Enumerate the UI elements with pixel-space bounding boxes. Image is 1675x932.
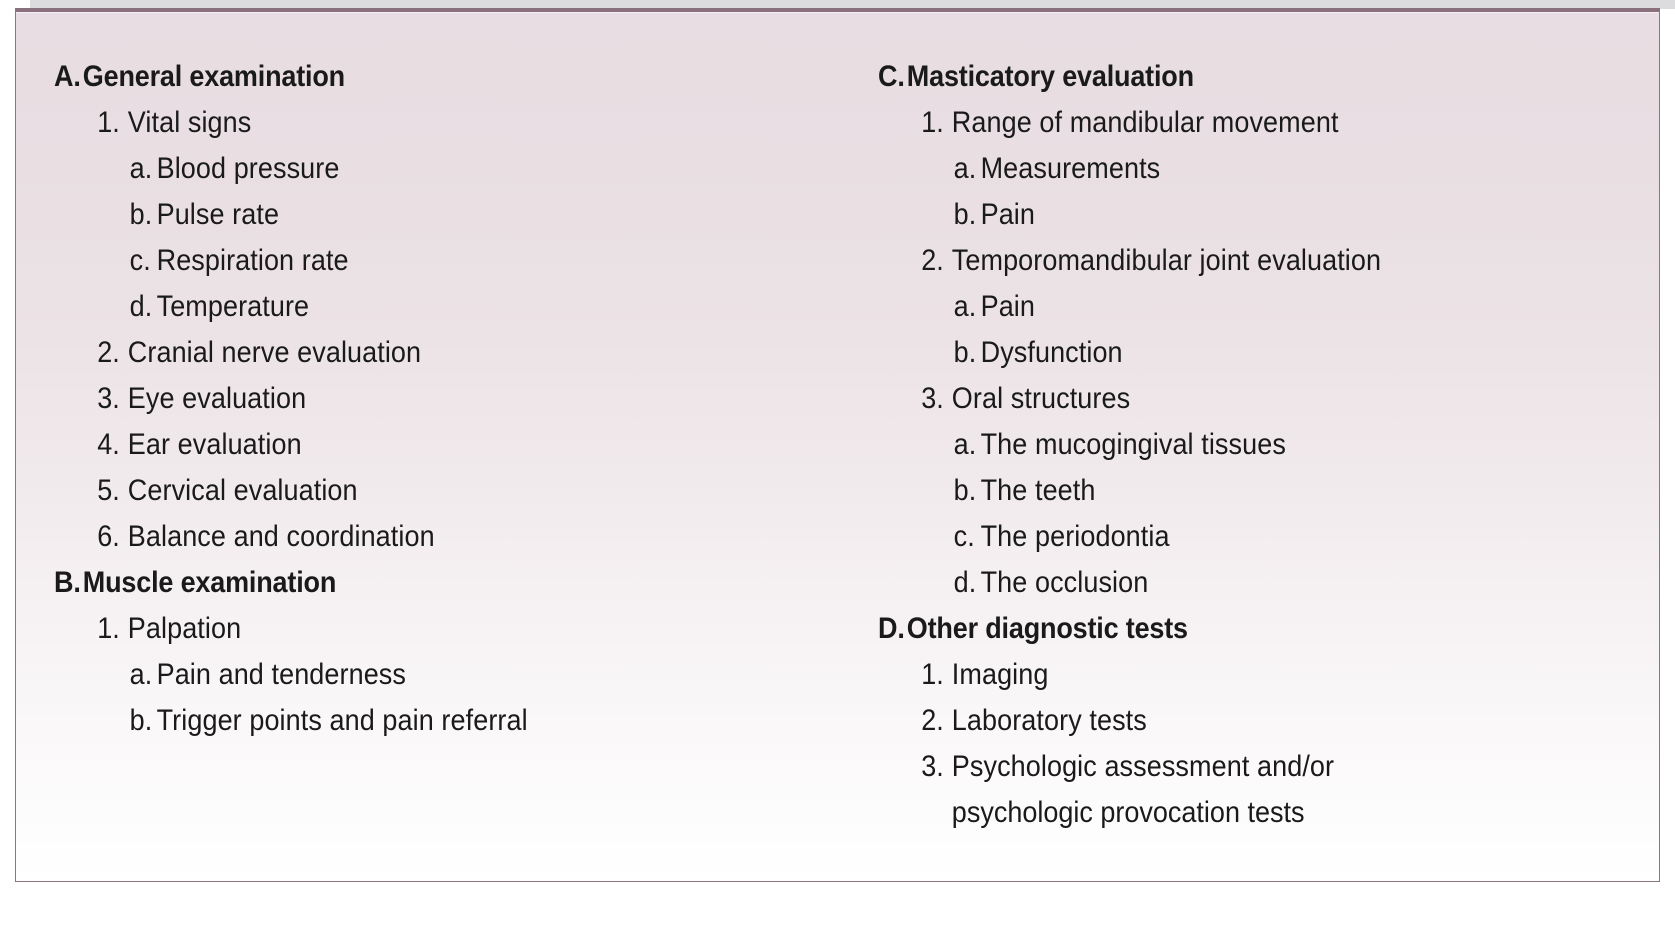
- outline-item-label: Pain: [980, 198, 1036, 231]
- outline-item-label: The teeth: [980, 474, 1096, 507]
- outline-item-marker: c.: [953, 520, 975, 553]
- outline-item-lettered: a.The mucogingival tissues: [878, 422, 1571, 468]
- outline-item-label: Laboratory tests: [951, 704, 1147, 737]
- outline-item-marker: 1.: [921, 106, 944, 139]
- outline-item-lettered: a.Blood pressure: [54, 146, 774, 192]
- outline-item-lettered: d.Temperature: [54, 284, 774, 330]
- outline-item-label: Psychologic assessment and/or: [951, 750, 1335, 783]
- outline-item-label: Trigger points and pain referral: [156, 704, 528, 737]
- outline-item-numbered: 3.Eye evaluation: [54, 376, 774, 422]
- outline-item-label: Ear evaluation: [127, 428, 302, 461]
- outline-item-label: Vital signs: [127, 106, 252, 139]
- outline-item-marker: b.: [953, 474, 977, 507]
- outline-item-label: Eye evaluation: [127, 382, 307, 415]
- outline-item-numbered: 6.Balance and coordination: [54, 514, 774, 560]
- outline-item-label: The occlusion: [980, 566, 1149, 599]
- outline-item-marker: 1.: [97, 106, 120, 139]
- outline-item-label: Balance and coordination: [127, 520, 435, 553]
- outline-item-marker: 1.: [97, 612, 120, 645]
- outline-item-numbered: 3.Psychologic assessment and/or: [878, 744, 1571, 790]
- outline-item-marker: b.: [129, 198, 153, 231]
- outline-item-marker: c.: [129, 244, 151, 277]
- outline-item-marker: 3.: [921, 750, 944, 783]
- outline-item-numbered: 1.Imaging: [878, 652, 1571, 698]
- outline-item-lettered: c.The periodontia: [878, 514, 1571, 560]
- outline-item-marker: D.: [878, 612, 905, 645]
- outline-item-lettered: c.Respiration rate: [54, 238, 774, 284]
- outline-section-heading: C.Masticatory evaluation: [878, 54, 1571, 100]
- outline-item-label: Other diagnostic tests: [906, 612, 1188, 645]
- outline-item-marker: b.: [953, 198, 977, 231]
- outline-item-label: Pain and tenderness: [156, 658, 406, 691]
- outline-item-marker: a.: [953, 290, 977, 323]
- outline-item-lettered: b.Trigger points and pain referral: [54, 698, 774, 744]
- outline-item-marker: A.: [54, 60, 81, 93]
- outline-item-marker: a.: [129, 152, 153, 185]
- outline-item-label: Temporomandibular joint evaluation: [951, 244, 1382, 277]
- outline-item-label: Muscle examination: [82, 566, 337, 599]
- outline-item-marker: 3.: [921, 382, 944, 415]
- outline-item-numbered: 3.Oral structures: [878, 376, 1571, 422]
- outline-item-marker: b.: [129, 704, 153, 737]
- outline-item-label: Cranial nerve evaluation: [127, 336, 422, 369]
- outline-item-label: Oral structures: [951, 382, 1131, 415]
- outline-item-lettered: b.The teeth: [878, 468, 1571, 514]
- outline-item-marker: C.: [878, 60, 905, 93]
- outline-item-marker: B.: [54, 566, 81, 599]
- outline-item-label: Cervical evaluation: [127, 474, 358, 507]
- outline-item-label: Respiration rate: [156, 244, 349, 277]
- outline-item-marker: 5.: [97, 474, 120, 507]
- outline-item-label: Pain: [980, 290, 1036, 323]
- outline-item-lettered: d.The occlusion: [878, 560, 1571, 606]
- outline-item-numbered: 1.Palpation: [54, 606, 774, 652]
- outline-item-label: Dysfunction: [980, 336, 1123, 369]
- outline-item-lettered: a.Pain: [878, 284, 1571, 330]
- outline-item-numbered: 4.Ear evaluation: [54, 422, 774, 468]
- outline-item-numbered: 2.Laboratory tests: [878, 698, 1571, 744]
- outline-item-label: Measurements: [980, 152, 1161, 185]
- outline-continuation-line: psychologic provocation tests: [951, 796, 1305, 829]
- outline-item-label: The periodontia: [980, 520, 1170, 553]
- outline-item-marker: 4.: [97, 428, 120, 461]
- outline-section-heading: B.Muscle examination: [54, 560, 774, 606]
- outline-item-lettered: b.Pulse rate: [54, 192, 774, 238]
- outline-item-numbered: 1.Vital signs: [54, 100, 774, 146]
- outline-item-lettered: b.Pain: [878, 192, 1571, 238]
- outline-item-marker: d.: [953, 566, 977, 599]
- outline-item-numbered: 2.Temporomandibular joint evaluation: [878, 238, 1571, 284]
- outline-item-marker: 2.: [97, 336, 120, 369]
- outline-item-label: Imaging: [951, 658, 1049, 691]
- outline-item-marker: 2.: [921, 704, 944, 737]
- outline-item-numbered: 5.Cervical evaluation: [54, 468, 774, 514]
- top-gray-band: [30, 0, 1675, 9]
- outline-item-marker: 2.: [921, 244, 944, 277]
- outline-item-marker: a.: [129, 658, 153, 691]
- outline-item-lettered: b.Dysfunction: [878, 330, 1571, 376]
- outline-item-marker: 3.: [97, 382, 120, 415]
- outline-item-label: Temperature: [156, 290, 310, 323]
- outline-item-label: Masticatory evaluation: [906, 60, 1194, 93]
- outline-item-lettered: a.Measurements: [878, 146, 1571, 192]
- outline-item-numbered: 2.Cranial nerve evaluation: [54, 330, 774, 376]
- outline-item-lettered: a.Pain and tenderness: [54, 652, 774, 698]
- outline-item-marker: a.: [953, 428, 977, 461]
- outline-item-marker: a.: [953, 152, 977, 185]
- outline-item-label: Blood pressure: [156, 152, 340, 185]
- outline-section-heading: A.General examination: [54, 54, 774, 100]
- outline-section-heading: D.Other diagnostic tests: [878, 606, 1571, 652]
- outline-item-label: The mucogingival tissues: [980, 428, 1286, 461]
- outline-item-marker: 6.: [97, 520, 120, 553]
- outline-item-numbered: 1.Range of mandibular movement: [878, 100, 1571, 146]
- outline-item-label: Range of mandibular movement: [951, 106, 1339, 139]
- outline-item-marker: d.: [129, 290, 153, 323]
- outline-item-label: General examination: [82, 60, 345, 93]
- outline-item-label: Palpation: [127, 612, 242, 645]
- outline-item-marker: 1.: [921, 658, 944, 691]
- outline-item-marker: b.: [953, 336, 977, 369]
- outline-item-label: Pulse rate: [156, 198, 280, 231]
